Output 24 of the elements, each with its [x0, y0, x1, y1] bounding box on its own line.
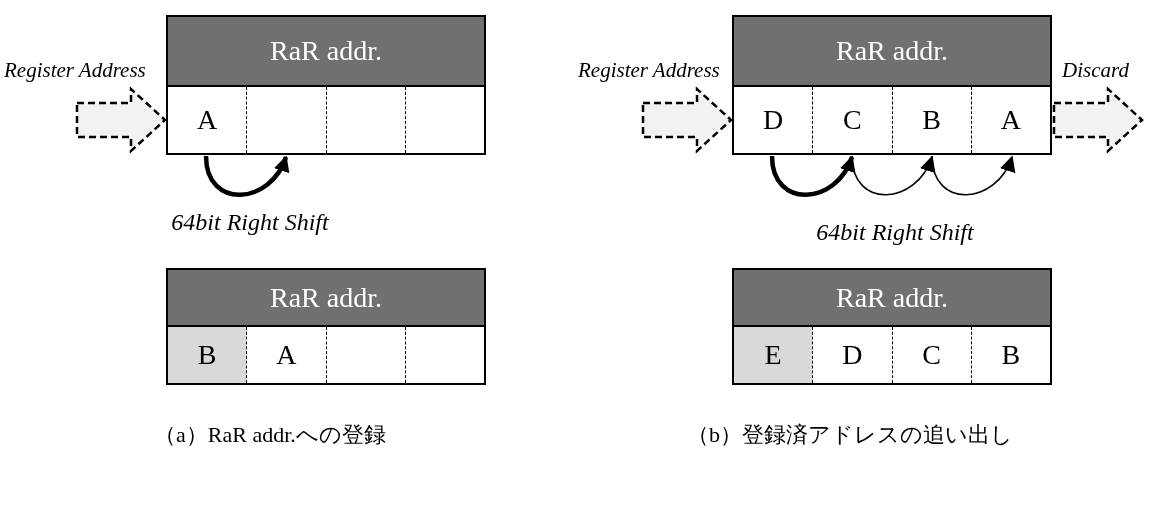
figure-caption: （a）RaR addr.への登録: [153, 421, 387, 449]
register-table: [166, 268, 486, 385]
table-header: RaR addr.: [168, 17, 484, 87]
table-header: RaR addr.: [168, 270, 484, 327]
shift-arrow: [851, 155, 934, 196]
figure-caption: （b）登録済アドレスの追い出し: [686, 421, 1014, 449]
block-arrow: [75, 86, 167, 154]
register-table: [732, 268, 1052, 385]
shift-arrow: [769, 155, 855, 197]
block-arrow: [1052, 86, 1144, 154]
table-header: RaR addr.: [734, 17, 1050, 87]
register-cell: E: [734, 327, 813, 383]
edge-label: Register Address: [4, 60, 146, 81]
register-table: [732, 15, 1052, 155]
shift-label: 64bit Right Shift: [170, 208, 330, 237]
edge-label: Discard: [1062, 60, 1129, 81]
register-cell: B: [168, 327, 247, 383]
table-header: RaR addr.: [734, 270, 1050, 327]
shift-arrow: [203, 155, 289, 197]
edge-label: Register Address: [578, 60, 720, 81]
shift-arrow: [931, 155, 1014, 196]
shift-label: 64bit Right Shift: [815, 218, 975, 247]
register-table: [166, 15, 486, 155]
block-arrow: [641, 86, 733, 154]
